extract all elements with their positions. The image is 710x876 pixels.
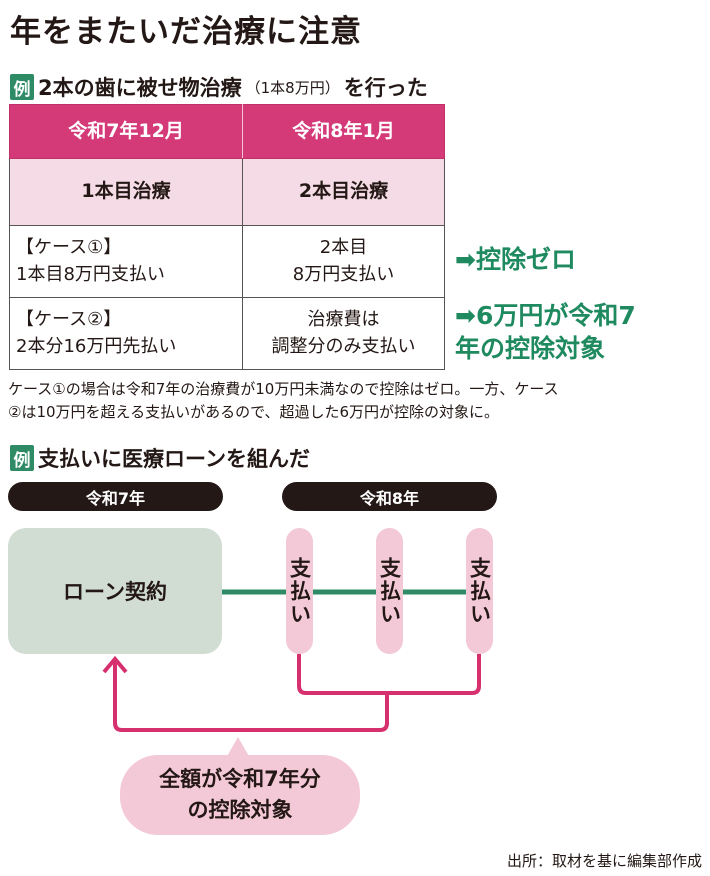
cell-line: 調整分のみ支払い bbox=[271, 335, 416, 357]
table-cell: 2本目 8万円支払い bbox=[242, 225, 445, 298]
payments-bracket bbox=[297, 654, 481, 695]
table-cell: 治療費は調整分のみ支払い bbox=[242, 297, 445, 370]
result-line: ➡6万円が令和7 bbox=[455, 301, 636, 330]
example2-heading-text: 支払いに医療ローンを組んだ bbox=[38, 447, 310, 471]
page-title: 年をまたいだ治療に注意 bbox=[10, 14, 362, 50]
table-row: 1本目治療 2本目治療 bbox=[8, 158, 445, 226]
cell-line: 8万円支払い bbox=[292, 263, 395, 285]
return-arrow-line bbox=[113, 660, 389, 732]
example1-heading: 例 2本の歯に被せ物治療 （1本8万円） を行った bbox=[10, 72, 428, 102]
year-label-right: 令和8年 bbox=[282, 482, 497, 511]
year-label-left: 令和7年 bbox=[8, 482, 223, 511]
table-row-case1: 【ケース①】 1本目8万円支払い 2本目 8万円支払い bbox=[8, 225, 445, 298]
note-line: ケース①の場合は令和7年の治療費が10万円未満なので控除はゼロ。一方、ケース bbox=[8, 380, 559, 398]
example-badge: 例 bbox=[10, 445, 34, 471]
payment-pill: 支払い bbox=[466, 528, 493, 654]
header-cell: 令和7年12月 bbox=[8, 104, 244, 159]
header-cell: 令和8年1月 bbox=[242, 104, 445, 159]
arrow-head-icon bbox=[102, 655, 128, 674]
table-header-row: 令和7年12月 令和8年1月 bbox=[8, 104, 445, 159]
payment-pill: 支払い bbox=[286, 528, 313, 654]
table-cell: 2本目治療 bbox=[242, 158, 445, 226]
table-cell: 【ケース①】 1本目8万円支払い bbox=[8, 225, 244, 298]
note-line: ②は10万円を超える支払いがあるので、超過した6万円が控除の対象に。 bbox=[8, 403, 500, 422]
example1-heading-text: 2本の歯に被せ物治療 bbox=[38, 76, 242, 100]
example-badge: 例 bbox=[10, 74, 34, 100]
example2-heading: 例 支払いに医療ローンを組んだ bbox=[10, 443, 310, 473]
case-label: 【ケース①】 bbox=[16, 237, 122, 259]
deduction-bubble: 全額が令和7年分の控除対象 bbox=[120, 755, 360, 835]
example1-heading-tail: を行った bbox=[343, 76, 428, 100]
cell-line: 2本目 bbox=[319, 237, 368, 259]
case-text: 2本分16万円先払い bbox=[16, 335, 177, 357]
example1-heading-sub: （1本8万円） bbox=[245, 78, 340, 97]
treatment-table: 令和7年12月 令和8年1月 1本目治療 2本目治療 【ケース①】 1本目8万円支… bbox=[8, 104, 445, 370]
loan-contract-box: ローン契約 bbox=[8, 528, 222, 654]
result-line: 年の控除対象 bbox=[455, 333, 606, 363]
bubble-line: の控除対象 bbox=[187, 798, 293, 822]
result-case1: ➡控除ゼロ bbox=[455, 245, 576, 274]
table-cell: 【ケース②】 2本分16万円先払い bbox=[8, 297, 244, 370]
cell-line: 治療費は bbox=[307, 309, 380, 331]
case-label: 【ケース②】 bbox=[16, 309, 122, 331]
bubble-line: 全額が令和7年分 bbox=[159, 766, 321, 791]
result-case2: ➡6万円が令和7 年の控除対象 bbox=[455, 300, 636, 365]
payment-pill: 支払い bbox=[376, 528, 403, 654]
bubble-pointer bbox=[226, 737, 250, 758]
table-cell: 1本目治療 bbox=[8, 158, 244, 226]
source-credit: 出所：取材を基に編集部作成 bbox=[506, 852, 702, 870]
case-text: 1本目8万円支払い bbox=[16, 263, 165, 285]
explanation-note: ケース①の場合は令和7年の治療費が10万円未満なので控除はゼロ。一方、ケース ②… bbox=[8, 378, 708, 425]
table-row-case2: 【ケース②】 2本分16万円先払い 治療費は調整分のみ支払い bbox=[8, 297, 445, 370]
